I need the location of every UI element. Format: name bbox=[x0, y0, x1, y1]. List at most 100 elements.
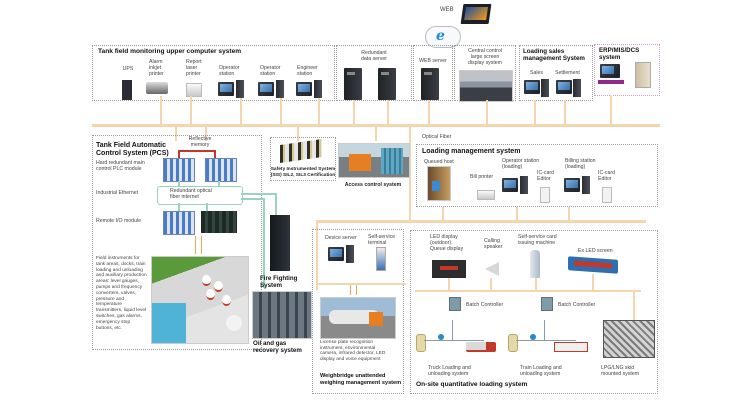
workstation-tower-icon bbox=[520, 176, 528, 194]
onsite-loading-title: On-site quantitative loading system bbox=[416, 381, 528, 388]
main-bus bbox=[92, 124, 660, 127]
dcs-cabinet-icon bbox=[635, 62, 651, 88]
workstation-icon bbox=[218, 82, 234, 96]
erp-workstation-icon bbox=[600, 64, 620, 78]
loading-sales-title: Loading sales management System bbox=[523, 48, 585, 62]
industrial-ethernet-label: Industrial Ethernet bbox=[96, 190, 139, 196]
workstation-icon bbox=[524, 80, 540, 94]
fiber-link bbox=[218, 181, 220, 186]
fire-fighting-cabinet-icon bbox=[270, 215, 290, 271]
ic-card-editor-icon bbox=[540, 187, 550, 203]
device-label-ups: UPS bbox=[122, 66, 134, 72]
bus-drop bbox=[448, 278, 450, 290]
bus-drop bbox=[535, 278, 537, 290]
workstation-icon bbox=[328, 247, 344, 261]
bus-drop bbox=[516, 207, 518, 222]
bus-drop bbox=[280, 98, 282, 124]
calling-speaker-label: Calling speaker bbox=[484, 238, 503, 250]
plc-module-icon bbox=[205, 158, 237, 182]
remote-io-dark-icon bbox=[201, 211, 237, 233]
device-label-sales: Sales bbox=[530, 70, 543, 76]
workstation-tower-icon bbox=[346, 245, 354, 263]
weighbridge-box bbox=[312, 229, 404, 394]
batch-controller-icon bbox=[449, 297, 461, 311]
bus-drop bbox=[297, 127, 299, 141]
workstation-icon bbox=[556, 80, 572, 94]
workstation-tower-icon bbox=[276, 80, 284, 98]
bus-drop bbox=[353, 100, 355, 124]
control-room-image bbox=[459, 70, 513, 102]
bus-drop bbox=[375, 127, 377, 141]
sis-box bbox=[270, 137, 336, 181]
web-label: WEB bbox=[440, 7, 454, 13]
laser-printer-icon bbox=[186, 83, 202, 97]
oil-gas-recovery-image bbox=[252, 291, 312, 339]
server-icon bbox=[344, 68, 362, 100]
pcs-title: Tank Field Automatic Control System (PCS… bbox=[96, 142, 169, 157]
remote-io-icon bbox=[163, 211, 195, 235]
workstation-tower-icon bbox=[236, 80, 244, 98]
bus-drop bbox=[534, 100, 536, 124]
bus-drop bbox=[428, 100, 430, 124]
bill-printer-icon bbox=[477, 190, 495, 200]
bus-drop bbox=[387, 100, 389, 124]
bill-printer-label: Bill printer bbox=[470, 174, 494, 180]
monitoring-system-box bbox=[92, 45, 335, 101]
reflective-memory-label: Reflective memory bbox=[188, 136, 212, 148]
weighbridge-title: Weighbridge unattended weighing manageme… bbox=[320, 373, 402, 386]
card-machine-label: Self-service card issuing machine bbox=[518, 234, 557, 246]
train-loading-diagram bbox=[506, 312, 594, 356]
workstation-tower-icon bbox=[541, 79, 549, 97]
remote-io-label: Remote I/O module bbox=[96, 218, 141, 224]
bus-drop bbox=[633, 290, 635, 320]
server-icon bbox=[378, 68, 396, 100]
field-instruments-text: Field instruments for tank areas, docks,… bbox=[96, 256, 147, 331]
device-server-label: Device server bbox=[325, 235, 357, 241]
device-label-alarm-printer: Alarm inkjet printer bbox=[149, 59, 164, 77]
fiber-link bbox=[241, 198, 265, 200]
access-control-label: Access control system bbox=[344, 182, 402, 188]
operator-station-loading-label: Operator station (loading) bbox=[502, 158, 540, 170]
lpg-skid-icon bbox=[603, 320, 655, 358]
loading-sales-box bbox=[519, 45, 593, 101]
monitoring-system-title: Tank field monitoring upper computer sys… bbox=[98, 48, 242, 55]
bus-drop bbox=[175, 127, 177, 141]
access-control-image bbox=[338, 143, 410, 178]
fiber-link bbox=[263, 198, 265, 288]
server-icon bbox=[421, 68, 439, 100]
bus-drop bbox=[409, 127, 411, 222]
ic-card-editor-icon bbox=[602, 187, 612, 203]
control-display-label: Central control large screen display sys… bbox=[467, 48, 503, 66]
sis-label: Safety Instrumented System (SIS) SIL2, S… bbox=[270, 167, 336, 178]
bus-drop bbox=[564, 100, 566, 124]
self-service-terminal-label: Self-service terminal bbox=[368, 234, 396, 246]
laptop-icon bbox=[460, 4, 492, 24]
led-display-icon bbox=[432, 260, 466, 278]
workstation-icon bbox=[296, 82, 312, 96]
bus-drop bbox=[568, 207, 570, 222]
web-server-box bbox=[413, 45, 453, 101]
fiber-link bbox=[178, 203, 180, 211]
device-label-operator-station-2: Operator station bbox=[260, 65, 281, 77]
bus-drop bbox=[190, 96, 192, 124]
weighbridge-truck-image bbox=[320, 297, 396, 339]
erp-base bbox=[598, 80, 624, 84]
bus-drop bbox=[316, 220, 318, 290]
bus-drop bbox=[160, 96, 162, 124]
device-label-operator-station-1: Operator station bbox=[219, 65, 240, 77]
bus-drop bbox=[486, 100, 488, 124]
redundant-server-box bbox=[336, 45, 412, 101]
fire-fighting-label: Fire Fighting System bbox=[260, 275, 298, 289]
fiber-link bbox=[241, 193, 277, 195]
double-arrow-icon bbox=[350, 285, 357, 295]
redundant-server-label: Redundant data server bbox=[361, 50, 387, 62]
bus-drop bbox=[610, 95, 612, 124]
bus-drop bbox=[240, 98, 242, 124]
onsite-bus bbox=[415, 290, 641, 292]
queued-host-image bbox=[427, 166, 451, 201]
bus-drop bbox=[318, 98, 320, 124]
workstation-icon bbox=[564, 178, 580, 192]
fiber-link bbox=[178, 181, 180, 186]
workstation-icon bbox=[258, 82, 274, 96]
batch-controller-icon bbox=[541, 297, 553, 311]
